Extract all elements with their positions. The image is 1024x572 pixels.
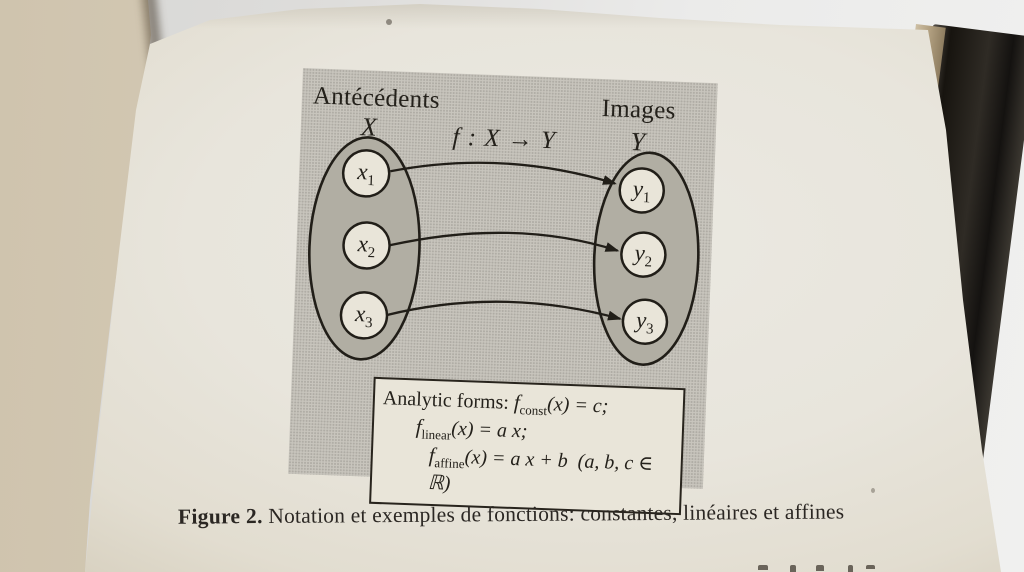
figure-caption-text: Notation et exemples de fonctions: const… [262,499,845,529]
node-y1-circle [618,167,665,214]
figure-panel: Antécédents X f : X → Y Images Y x1 x2 x… [288,68,718,516]
node-x3-label: x3 [354,301,373,332]
node-x1-circle [341,149,391,198]
page-speck-2 [871,488,875,493]
mapping-label: f : X → Y [452,123,557,155]
arrow-x1-y1 [390,161,617,185]
arrow-x3-y3 [385,300,622,321]
arrow-x2-y2 [389,231,620,252]
codomain-symbol: Y [629,127,646,157]
node-x2-label: x2 [357,231,376,262]
node-x3-circle [339,291,389,340]
analytic-forms-box: Analytic forms: fconst(x) = c; flinear(x… [369,376,686,516]
node-y2-label: y2 [634,240,653,271]
node-y3-label: y3 [635,307,654,338]
figure-caption-number: Figure 2. [177,504,263,529]
clipped-next-line-glyph-tops [640,565,875,572]
domain-title: Antécédents [312,82,441,115]
domain-symbol: X [360,112,378,142]
node-x1-label: x1 [356,159,376,190]
node-y1-label: y1 [632,176,651,207]
page-speck [386,19,392,25]
node-y3-circle [621,298,669,345]
node-x2-circle [342,221,391,270]
node-y2-circle [620,231,667,278]
analytic-line-affine: faffine(x) = a x + b (a, b, c ∈ ℝ) [427,442,654,495]
codomain-title: Images [601,94,677,125]
mapping-diagram [308,136,700,366]
